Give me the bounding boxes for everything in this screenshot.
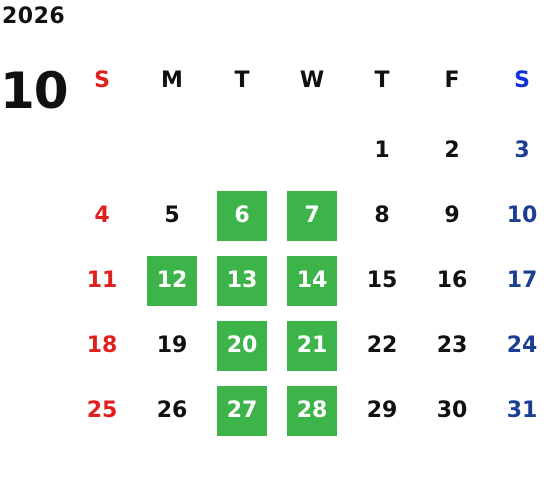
day-cell: 9 [417,183,487,248]
day-number: 15 [366,267,398,293]
day-cell: 7 [277,183,347,248]
day-number: 23 [436,332,468,358]
day-number: 30 [436,397,468,423]
empty-day-cell [67,118,137,183]
day-cell: 1 [347,118,417,183]
day-cell: 17 [487,248,548,313]
day-number: 8 [374,202,390,228]
day-number: 20 [217,320,267,371]
day-cell: 11 [67,248,137,313]
day-cell: 27 [207,378,277,443]
day-cell: 24 [487,313,548,378]
day-number: 31 [506,397,538,423]
day-cell: 18 [67,313,137,378]
day-number: 18 [86,332,118,358]
day-cell: 3 [487,118,548,183]
day-cell: 26 [137,378,207,443]
day-number: 13 [217,255,267,306]
day-number: 1 [374,137,390,163]
day-number: 7 [287,190,337,241]
calendar-year: 2026 [2,4,66,29]
calendar-month: 10 [0,62,69,120]
day-cell: 6 [207,183,277,248]
day-cell: 2 [417,118,487,183]
day-number: 9 [444,202,460,228]
day-number: 26 [156,397,188,423]
day-cell: 30 [417,378,487,443]
day-cell: 19 [137,313,207,378]
day-cell: 8 [347,183,417,248]
day-number: 12 [147,255,197,306]
day-number: 29 [366,397,398,423]
day-number: 28 [287,385,337,436]
day-number: 17 [506,267,538,293]
day-number: 5 [164,202,180,228]
day-cell: 5 [137,183,207,248]
day-number: 10 [506,202,538,228]
day-cell: 23 [417,313,487,378]
day-cell: 4 [67,183,137,248]
weekday-sun: S [94,68,110,93]
day-cell: 22 [347,313,417,378]
day-cell: 14 [277,248,347,313]
day-cell: 28 [277,378,347,443]
day-cell: 12 [137,248,207,313]
day-number: 24 [506,332,538,358]
day-number: 25 [86,397,118,423]
day-cell: 16 [417,248,487,313]
day-number: 2 [444,137,460,163]
empty-day-cell [277,118,347,183]
day-cell: 20 [207,313,277,378]
weekday-thu: T [374,68,390,93]
day-number: 16 [436,267,468,293]
day-cell: 31 [487,378,548,443]
day-cell: 25 [67,378,137,443]
empty-day-cell [207,118,277,183]
day-number: 19 [156,332,188,358]
weekday-fri: F [444,68,460,93]
day-number: 22 [366,332,398,358]
day-number: 4 [94,202,110,228]
day-cell: 29 [347,378,417,443]
weekday-sat: S [514,68,530,93]
day-cell: 15 [347,248,417,313]
day-cell: 21 [277,313,347,378]
empty-day-cell [137,118,207,183]
day-number: 11 [86,267,118,293]
day-number: 27 [217,385,267,436]
day-number: 21 [287,320,337,371]
weekday-wed: W [299,68,325,93]
day-number: 6 [217,190,267,241]
day-cell: 13 [207,248,277,313]
day-cell: 10 [487,183,548,248]
weekday-mon: M [161,68,183,93]
day-number: 3 [514,137,530,163]
weekday-tue: T [234,68,250,93]
day-number: 14 [287,255,337,306]
